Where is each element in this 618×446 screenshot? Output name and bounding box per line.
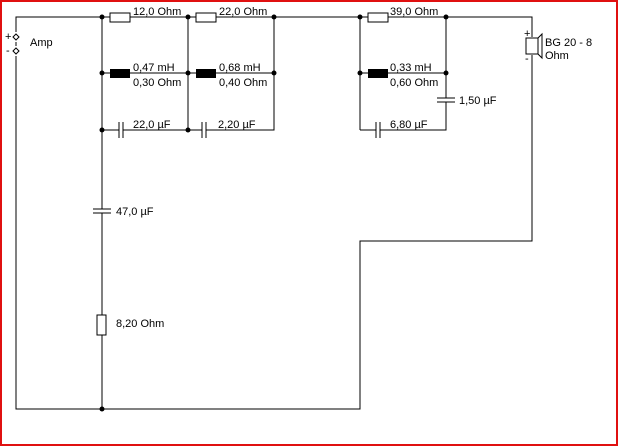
l1-value-label: 0,47 mH	[133, 62, 175, 74]
speaker-minus-sign: -	[525, 53, 529, 65]
l3-value-label: 0,33 mH	[390, 62, 432, 74]
l1-resistance-label: 0,30 Ohm	[133, 77, 181, 89]
c2-label: 2,20 µF	[218, 119, 256, 131]
inductor-l1[interactable]	[110, 69, 130, 78]
r1-label: 12,0 Ohm	[133, 6, 181, 18]
inductor-l3[interactable]	[368, 69, 388, 78]
r2-label: 22,0 Ohm	[219, 6, 267, 18]
capacitor-c2[interactable]	[201, 122, 207, 138]
c1-label: 22,0 µF	[133, 119, 171, 131]
c3-label: 6,80 µF	[390, 119, 428, 131]
r4-label: 8,20 Ohm	[116, 318, 164, 330]
junction-dots	[99, 14, 449, 412]
speaker-plus-sign: +	[524, 28, 530, 40]
amp-label: Amp	[30, 37, 53, 49]
capacitor-c3[interactable]	[375, 122, 381, 138]
amp-terminals[interactable]	[12, 33, 20, 55]
c5-label: 47,0 µF	[116, 206, 154, 218]
l2-resistance-label: 0,40 Ohm	[219, 77, 267, 89]
capacitor-c4[interactable]	[437, 97, 455, 103]
resistor-r3[interactable]	[367, 12, 389, 23]
inductor-l2[interactable]	[196, 69, 216, 78]
resistor-r1[interactable]	[109, 12, 131, 23]
c4-label: 1,50 µF	[459, 95, 497, 107]
amp-minus-sign: -	[6, 45, 10, 57]
amp-plus-sign: +	[5, 31, 11, 43]
speaker-label-line2: Ohm	[545, 50, 569, 62]
speaker-icon[interactable]	[525, 32, 543, 60]
resistor-r2[interactable]	[195, 12, 217, 23]
capacitor-c5[interactable]	[93, 208, 111, 214]
r3-label: 39,0 Ohm	[390, 6, 438, 18]
l3-resistance-label: 0,60 Ohm	[390, 77, 438, 89]
l2-value-label: 0,68 mH	[219, 62, 261, 74]
capacitor-c1[interactable]	[118, 122, 124, 138]
resistor-r4[interactable]	[96, 314, 107, 336]
speaker-label-line1: BG 20 - 8	[545, 37, 592, 49]
